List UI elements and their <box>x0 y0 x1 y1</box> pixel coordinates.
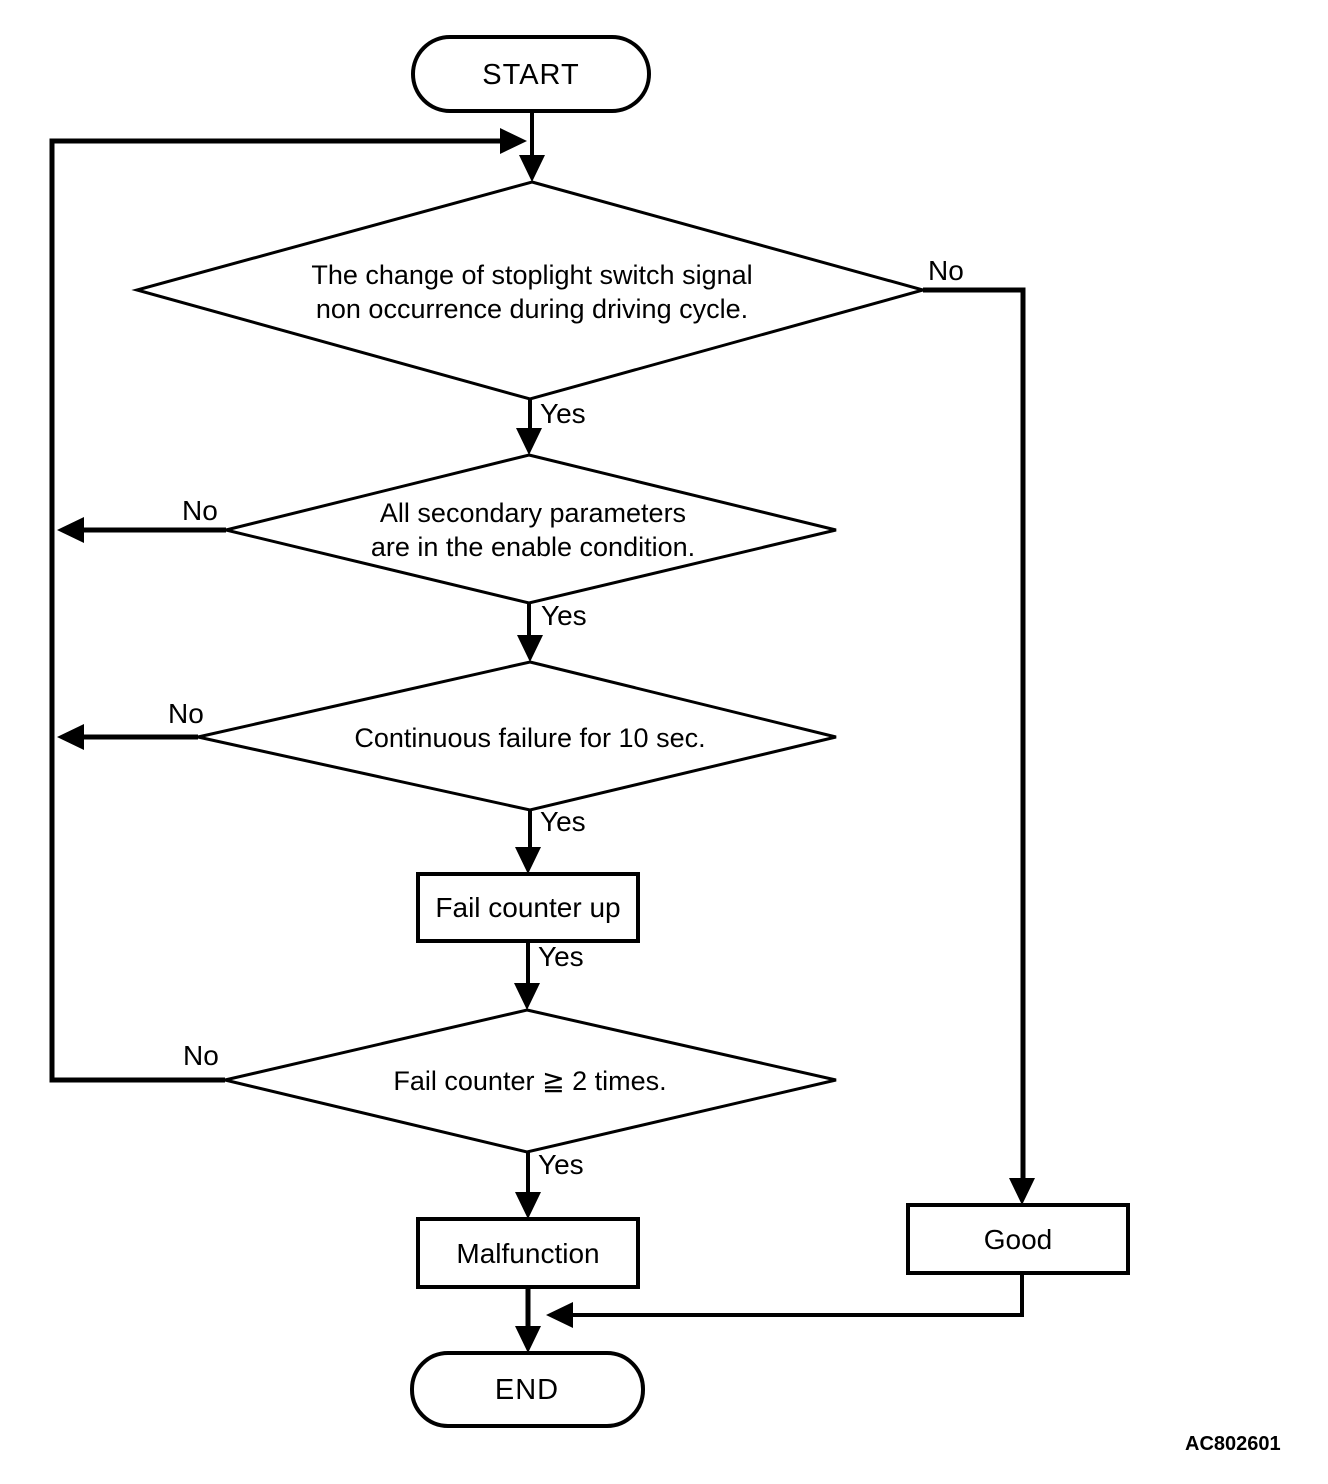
connector-no-feedback-loop <box>49 138 502 1083</box>
decision1-text: The change of stoplight switch signal no… <box>311 258 752 326</box>
end-node-shape <box>410 1351 645 1428</box>
decision2-shape <box>225 453 837 605</box>
arrowhead-into-failcounter <box>515 847 541 874</box>
arrowhead-into-decision4 <box>514 983 540 1010</box>
connector-decision1-no-to-good <box>923 287 1026 1181</box>
arrowhead-decision2-no <box>57 517 84 543</box>
decision3-shape <box>197 660 837 812</box>
decision4-shape <box>224 1008 837 1154</box>
decision2-yes-label: Yes <box>541 600 587 631</box>
decision3-no-label: No <box>168 698 204 729</box>
decision2-text: All secondary parameters are in the enab… <box>371 496 695 564</box>
decision3-text-line1: Continuous failure for 10 sec. <box>354 723 706 753</box>
arrowhead-into-decision2 <box>516 428 542 455</box>
decision4-text-line1: Fail counter ≧ 2 times. <box>393 1066 667 1096</box>
decision1-text-line1: The change of stoplight switch signal <box>311 260 753 290</box>
decision1-yes-label: Yes <box>540 398 586 429</box>
start-node-label: START <box>482 59 580 91</box>
decision2-text-line1: All secondary parameters <box>379 498 687 528</box>
decision2-no-label: No <box>182 495 218 526</box>
decision1-text-line2: non occurrence during driving cycle. <box>315 294 749 324</box>
malfunction-box-shape <box>416 1217 640 1289</box>
failcounter-box-label: Fail counter up <box>435 892 621 923</box>
arrowhead-decision3-no <box>57 724 84 750</box>
decision1-no-label: No <box>928 255 964 286</box>
failcounter-yes-label: Yes <box>538 941 584 972</box>
arrowhead-into-end <box>515 1326 541 1353</box>
good-box-shape <box>906 1203 1130 1275</box>
decision4-yes-label: Yes <box>538 1149 584 1180</box>
decision2-text-line2: are in the enable condition. <box>370 532 696 562</box>
arrowhead-into-decision1 <box>519 155 545 182</box>
arrowhead-into-malfunction <box>515 1192 541 1219</box>
decision3-text: Continuous failure for 10 sec. <box>354 721 705 755</box>
decision4-text: Fail counter ≧ 2 times. <box>393 1064 666 1098</box>
arrowhead-into-good <box>1009 1178 1035 1205</box>
arrowhead-into-decision3 <box>517 635 543 662</box>
figure-code: AC802601 <box>1185 1433 1281 1455</box>
connector-good-to-end <box>570 1273 1024 1317</box>
good-box-label: Good <box>983 1224 1053 1255</box>
start-node-shape <box>411 35 651 113</box>
failcounter-box-shape <box>416 872 640 943</box>
malfunction-box-label: Malfunction <box>456 1238 600 1269</box>
arrowhead-good-merge <box>546 1302 573 1328</box>
decision4-no-label: No <box>183 1040 219 1071</box>
end-node-label: END <box>494 1374 560 1406</box>
decision3-yes-label: Yes <box>540 806 586 837</box>
arrowhead-feedback-merge <box>500 128 527 154</box>
decision1-shape <box>131 180 929 401</box>
